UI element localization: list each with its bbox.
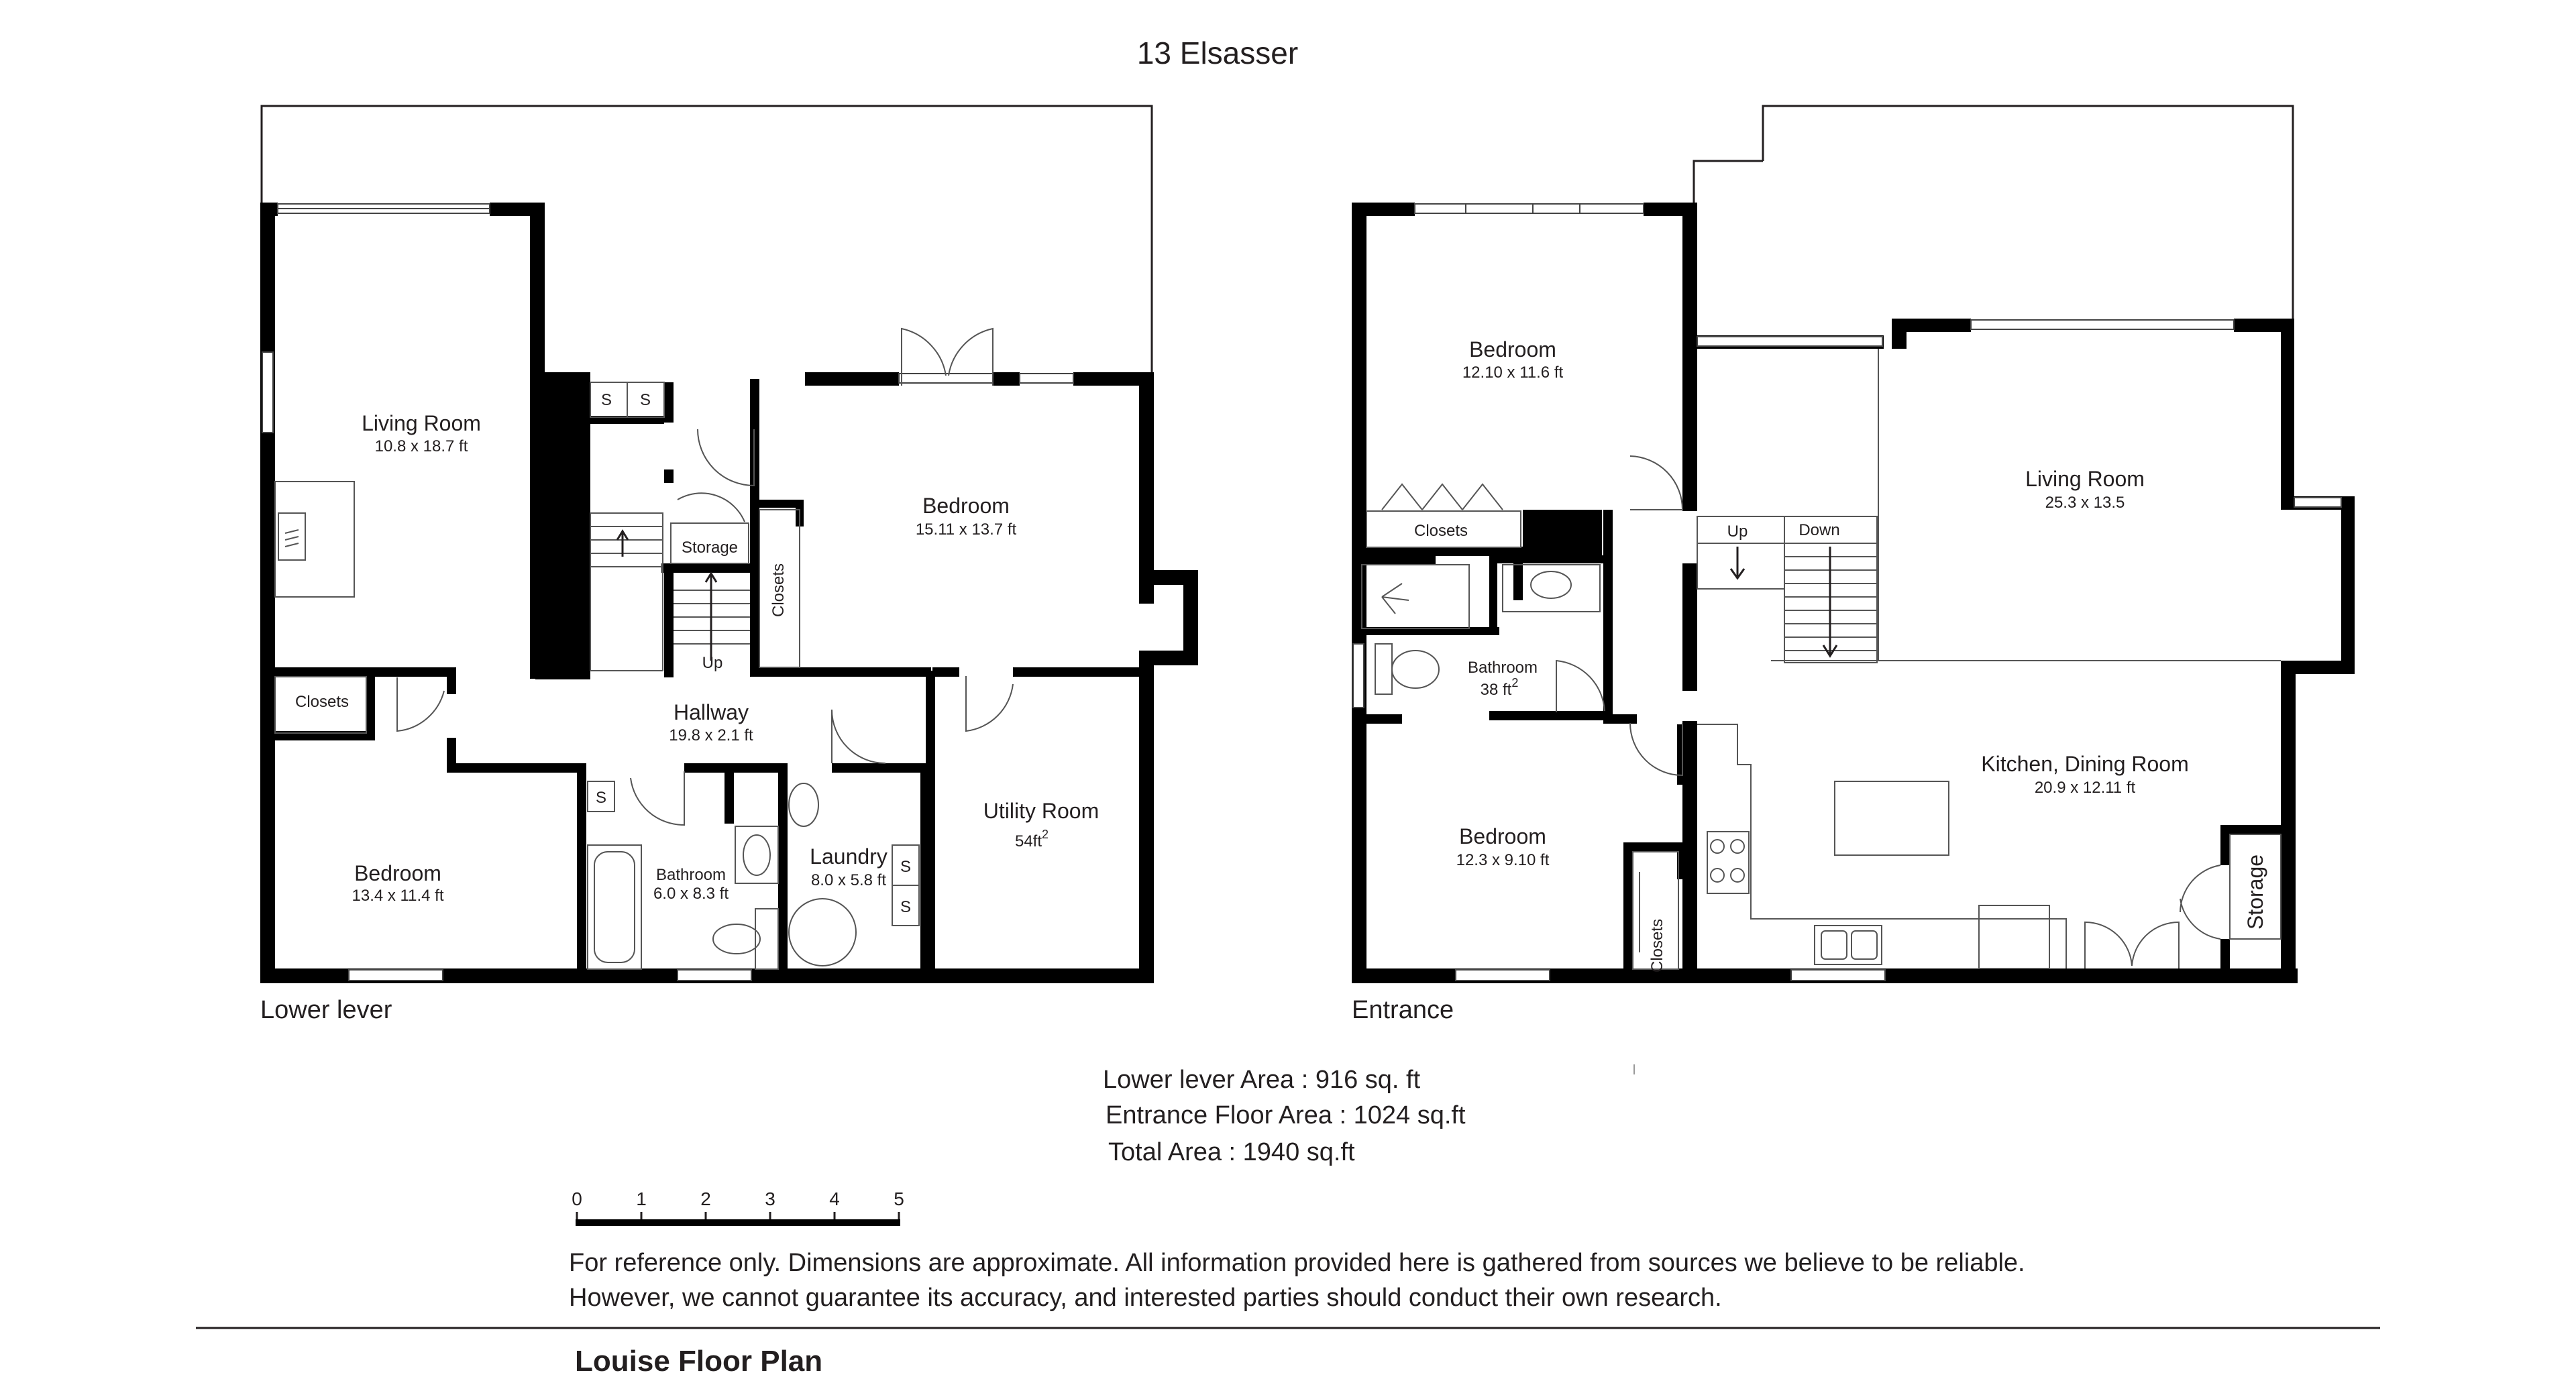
deck-outline — [1693, 160, 1763, 205]
room-living-room-dim: 10.8 x 18.7 ft — [375, 437, 468, 455]
room-hallway-dim: 19.8 x 2.1 ft — [669, 726, 753, 744]
closets-vertical-label: Closets — [769, 563, 788, 617]
lower-level-label: Lower lever — [260, 996, 392, 1024]
room-bedroom-left-dim: 13.4 x 11.4 ft — [352, 887, 444, 905]
room-utility-name: Utility Room — [983, 799, 1099, 823]
disclaimer-line-1: For reference only. Dimensions are appro… — [569, 1249, 2025, 1277]
room-bedroom-bottom-dim: 12.3 x 9.10 ft — [1456, 851, 1550, 869]
area-total: Total Area : 1940 sq.ft — [1108, 1138, 1355, 1166]
scale-label-0: 0 — [572, 1188, 582, 1209]
brand-name: Louise Floor Plan — [575, 1345, 822, 1378]
room-bathroom-dim-sup: 2 — [1511, 676, 1518, 689]
entrance-level-label: Entrance — [1352, 996, 1454, 1024]
scale-label-2: 2 — [700, 1188, 711, 1209]
room-bathroom-dim: 38 ft2 — [1481, 676, 1519, 699]
closets-top-label: Closets — [1414, 522, 1468, 540]
room-utility-dim-sup: 2 — [1042, 828, 1049, 841]
room-bathroom-dim-value: 38 ft — [1481, 681, 1512, 699]
scale-label-3: 3 — [765, 1188, 775, 1209]
area-lower: Lower lever Area : 916 sq. ft — [1103, 1066, 1421, 1094]
area-entrance: Entrance Floor Area : 1024 sq.ft — [1106, 1101, 1466, 1129]
stair-up-label: Up — [702, 654, 723, 672]
room-bedroom-main-dim: 15.11 x 13.7 ft — [916, 520, 1017, 539]
shelf-mark: S — [596, 789, 606, 807]
storage-right-label: Storage — [2243, 854, 2267, 930]
shelf-mark: S — [640, 391, 651, 409]
lower-level-plan: S S Up Storage Closets Closets — [260, 105, 1198, 1024]
plan-title: 13 Elsasser — [1137, 36, 1298, 70]
room-bedroom-left-name: Bedroom — [354, 861, 441, 885]
room-bathroom-name: Bathroom — [656, 866, 726, 884]
scale-label-1: 1 — [636, 1188, 647, 1209]
room-laundry-dim: 8.0 x 5.8 ft — [811, 871, 886, 889]
storage-label: Storage — [682, 539, 738, 557]
room-bedroom-top-name: Bedroom — [1469, 337, 1556, 362]
shelf-mark: S — [601, 391, 612, 409]
room-bathroom-name: Bathroom — [1468, 659, 1538, 677]
room-kitchen-name: Kitchen, Dining Room — [1981, 752, 2188, 776]
room-bedroom-top-dim: 12.10 x 11.6 ft — [1462, 364, 1564, 382]
disclaimer-line-2: However, we cannot guarantee its accurac… — [569, 1284, 1722, 1312]
room-kitchen-dim: 20.9 x 12.11 ft — [2035, 779, 2136, 797]
stair-up-label: Up — [1727, 522, 1748, 541]
closets-bottom-label: Closets — [1648, 919, 1666, 973]
room-bedroom-main-name: Bedroom — [922, 494, 1010, 518]
scale-label-4: 4 — [829, 1188, 840, 1209]
room-bathroom-dim: 6.0 x 8.3 ft — [653, 885, 729, 903]
stair-down-label: Down — [1799, 521, 1839, 539]
room-laundry-name: Laundry — [810, 844, 888, 869]
shelf-mark: S — [900, 898, 911, 916]
shelf-mark: S — [900, 858, 911, 876]
deck-outline — [1762, 105, 2294, 321]
deck-outline — [260, 105, 1153, 376]
area-summary: Lower lever Area : 916 sq. ft Entrance F… — [1103, 1066, 1466, 1166]
room-bedroom-bottom-name: Bedroom — [1459, 824, 1546, 848]
scale-label-5: 5 — [894, 1188, 904, 1209]
room-living-room-name: Living Room — [2025, 467, 2145, 491]
room-hallway-name: Hallway — [674, 700, 749, 724]
room-utility-dim-value: 54ft — [1015, 832, 1042, 850]
room-living-room-dim: 25.3 x 13.5 — [2045, 494, 2125, 512]
room-living-room-name: Living Room — [362, 411, 481, 435]
entrance-level-plan: Closets Up Down — [1352, 105, 2355, 1024]
room-utility-dim: 54ft2 — [1015, 828, 1049, 850]
closets-left-label: Closets — [295, 693, 349, 711]
scale-bar: 0 1 2 3 4 5 — [572, 1188, 904, 1226]
